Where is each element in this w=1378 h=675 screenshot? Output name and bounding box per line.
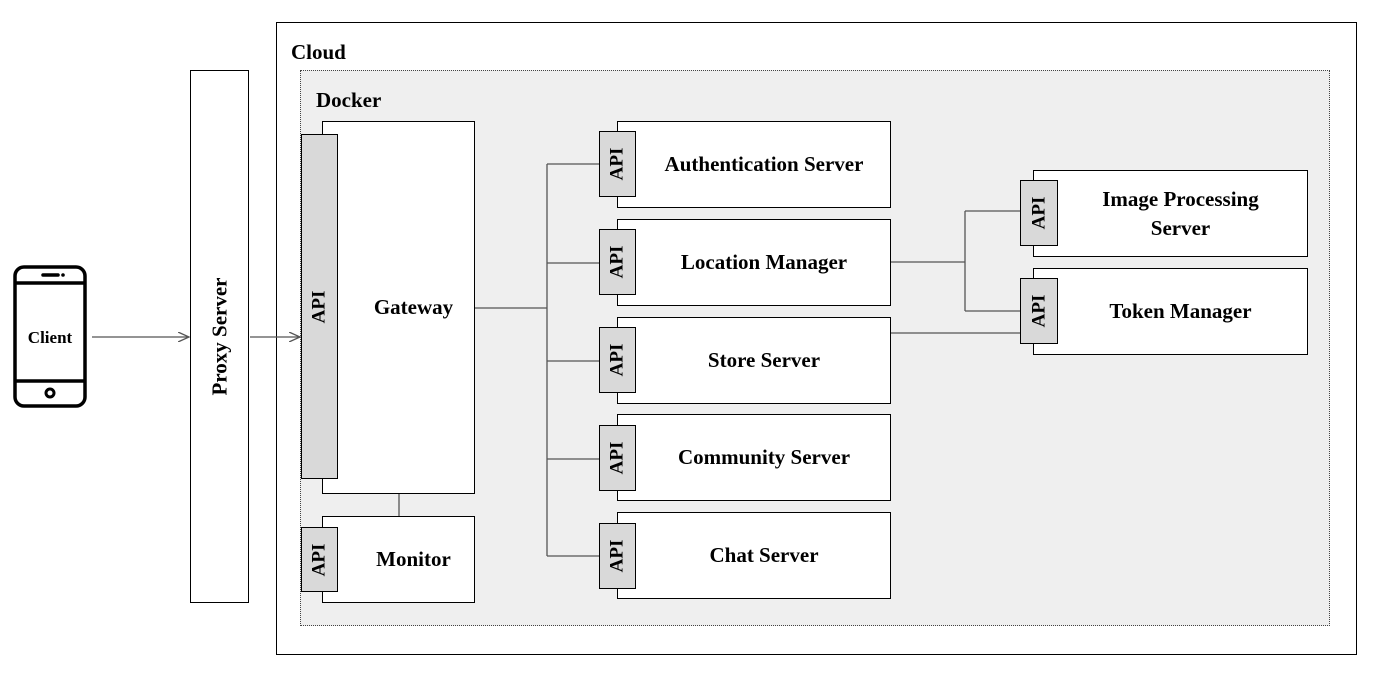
community-api-port: API (599, 425, 636, 491)
api-label: API (308, 543, 330, 576)
api-label: API (606, 343, 628, 377)
service-label: Store Server (707, 348, 821, 373)
docker-label: Docker (316, 88, 382, 112)
monitor-api-port: API (301, 527, 338, 592)
api-label: API (308, 290, 330, 323)
store-server-box: Store Server (617, 317, 891, 404)
api-label: API (1027, 294, 1049, 328)
cloud-label: Cloud (291, 40, 346, 64)
smartphone-icon (13, 265, 87, 408)
gateway-label: Gateway (373, 295, 454, 320)
authentication-server-box: Authentication Server (617, 121, 891, 208)
community-server-box: Community Server (617, 414, 891, 501)
backend-label: Token Manager (1109, 299, 1252, 324)
api-label: API (606, 147, 628, 181)
store-api-port: API (599, 327, 636, 393)
api-label: API (606, 539, 628, 573)
token-manager-box: Token Manager (1033, 268, 1308, 355)
service-label: Chat Server (709, 543, 819, 568)
service-label: Location Manager (680, 250, 848, 275)
proxy-server-box: Proxy Server (190, 70, 249, 603)
location-api-port: API (599, 229, 636, 295)
proxy-server-label: Proxy Server (207, 277, 232, 396)
client-label: Client (27, 328, 73, 347)
gateway-api-port: API (301, 134, 338, 479)
location-manager-box: Location Manager (617, 219, 891, 306)
monitor-label: Monitor (376, 547, 451, 572)
chat-server-box: Chat Server (617, 512, 891, 599)
monitor-box: Monitor (322, 516, 475, 603)
api-label: API (606, 245, 628, 279)
authentication-api-port: API (599, 131, 636, 197)
backend-label: Image Processing Server (1102, 187, 1259, 240)
gateway-box: Gateway (322, 121, 475, 494)
service-label: Community Server (677, 445, 851, 470)
image-processing-server-box: Image Processing Server (1033, 170, 1308, 257)
image-processing-api-port: API (1020, 180, 1058, 246)
api-label: API (1027, 196, 1049, 230)
api-label: API (606, 441, 628, 475)
token-manager-api-port: API (1020, 278, 1058, 344)
chat-api-port: API (599, 523, 636, 589)
service-label: Authentication Server (664, 152, 864, 177)
